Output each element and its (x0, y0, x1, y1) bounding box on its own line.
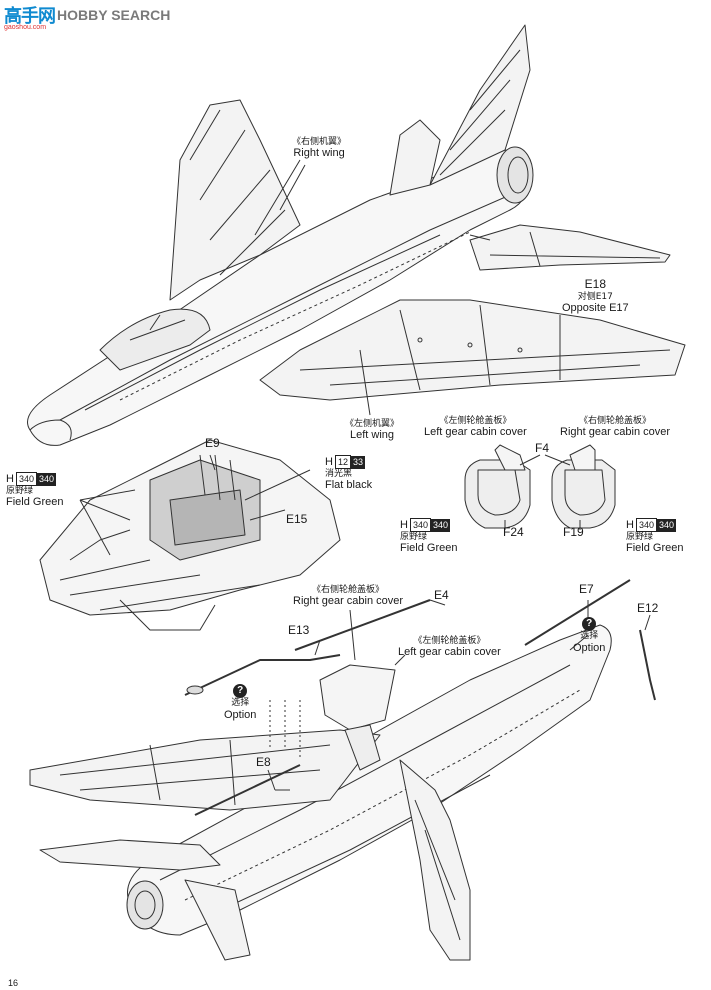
option-en: Option (224, 708, 257, 721)
paint-code-row: H 12 33 (325, 455, 372, 469)
paint-cn: 原野绿 (400, 532, 428, 542)
left-gear-top-cn: 《左侧轮舱盖板》 (439, 416, 512, 426)
paint-code-box: 340 (635, 518, 657, 532)
paint-letter: H (325, 455, 333, 468)
paint-letter: H (400, 518, 408, 531)
left-wing-en: Left wing (349, 429, 395, 442)
part-e8: E8 (256, 755, 271, 769)
option-callout-right: ? 选择 Option (573, 613, 605, 654)
paint-code-row: H 340 340 (400, 518, 457, 532)
paint-en: Field Green (400, 542, 458, 555)
paint-letter: H (626, 518, 634, 531)
option-en: Option (573, 641, 606, 654)
paint-code-fill: 340 (430, 518, 451, 532)
part-e18: E18 (584, 277, 606, 291)
left-gear-bottom-en: Left gear cabin cover (398, 646, 501, 659)
left-gear-cover-label-top: 《左侧轮舱盖板》 Left gear cabin cover (424, 416, 527, 439)
paint-en: Flat black (325, 479, 373, 492)
paint-code-row: H 340 340 (6, 472, 63, 486)
paint-code-fill: 340 (656, 518, 677, 532)
paint-callout-flat-black: H 12 33 消光黑 Flat black (325, 455, 372, 492)
paint-callout-field-green-gear-right: H 340 340 原野绿 Field Green (626, 518, 683, 555)
part-e12: E12 (637, 601, 659, 615)
paint-code-box: 12 (334, 455, 351, 469)
right-wing-cn: 《右侧机翼》 (292, 137, 347, 147)
part-e13: E13 (288, 623, 310, 637)
paint-code-box: 340 (409, 518, 431, 532)
upper-aircraft-illustration (27, 24, 686, 446)
right-gear-top-cn: 《右侧轮舱盖板》 (579, 416, 652, 426)
part-e7: E7 (579, 582, 594, 596)
e18-cn: 对侧E17 (577, 291, 613, 302)
paint-cn: 原野绿 (6, 486, 34, 496)
option-cn: 选择 (231, 698, 250, 709)
right-gear-top-en: Right gear cabin cover (560, 426, 671, 439)
paint-en: Field Green (6, 496, 64, 509)
right-gear-bottom-en: Right gear cabin cover (293, 595, 404, 608)
question-mark-icon: ? (582, 617, 597, 631)
part-f19: F19 (563, 525, 584, 539)
left-gear-top-en: Left gear cabin cover (424, 426, 527, 439)
watermark-url: gaoshou.com (4, 24, 47, 31)
part-e15: E15 (286, 512, 308, 526)
part-e9: E9 (205, 436, 220, 450)
paint-cn: 原野绿 (626, 532, 654, 542)
question-mark-icon: ? (233, 684, 248, 698)
e18-callout: E18 对侧E17 Opposite E17 (562, 277, 629, 315)
watermark-en: HOBBY SEARCH (57, 7, 171, 23)
right-gear-cover-label-top: 《右侧轮舱盖板》 Right gear cabin cover (560, 416, 670, 439)
right-wing-en: Right wing (293, 147, 345, 160)
paint-callout-field-green-left: H 340 340 原野绿 Field Green (6, 472, 63, 509)
option-cn: 选择 (580, 631, 599, 642)
paint-code-fill: 33 (350, 455, 365, 469)
paint-letter: H (6, 472, 14, 485)
paint-cn: 消光黑 (325, 469, 353, 479)
left-wing-cn: 《左侧机翼》 (345, 419, 400, 429)
left-wing-label: 《左侧机翼》 Left wing (345, 419, 399, 442)
middle-cockpit-illustration (39, 439, 341, 631)
left-gear-bottom-cn: 《左侧轮舱盖板》 (413, 636, 486, 646)
paint-en: Field Green (626, 542, 684, 555)
left-gear-cover-label-bottom: 《左侧轮舱盖板》 Left gear cabin cover (398, 636, 501, 659)
watermark-cn: 高手网 (4, 6, 56, 27)
part-f24: F24 (503, 525, 524, 539)
option-callout-left: ? 选择 Option (224, 680, 256, 721)
watermark-logo: 高手网 HOBBY SEARCH (4, 2, 170, 28)
paint-callout-field-green-gear-left: H 340 340 原野绿 Field Green (400, 518, 457, 555)
part-e4: E4 (434, 588, 449, 602)
lower-aircraft-illustration (29, 579, 656, 961)
right-gear-cover-label-bottom: 《右侧轮舱盖板》 Right gear cabin cover (293, 585, 403, 608)
right-wing-label: 《右侧机翼》 Right wing (292, 137, 346, 160)
paint-code-box: 340 (15, 472, 37, 486)
part-f4: F4 (535, 441, 550, 455)
page-number: 16 (8, 978, 19, 988)
paint-code-row: H 340 340 (626, 518, 683, 532)
gear-cabin-covers-illustration (464, 444, 616, 530)
e18-en: Opposite E17 (562, 302, 629, 315)
right-gear-bottom-cn: 《右侧轮舱盖板》 (312, 585, 385, 595)
paint-code-fill: 340 (36, 472, 57, 486)
